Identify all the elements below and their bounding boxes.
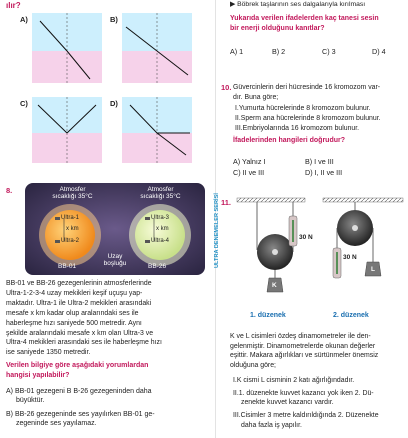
series-sidebar-svg: ULTRA DENEMELER SERİSİ — [213, 193, 220, 268]
mass-k-label: K — [272, 282, 277, 289]
q11-figure-svg — [236, 197, 404, 293]
q11-items: I.K cismi L cisminin 2 katı ağırlığındad… — [233, 376, 408, 431]
distance-left: x km — [66, 226, 79, 232]
q11-body: K ve L cisimleri özdeş dinamometreler il… — [230, 333, 379, 370]
diagram-b-svg — [122, 13, 192, 83]
q-prev-option-b[interactable]: B) 2 — [272, 47, 286, 56]
q8-option-a[interactable]: A) BB-01 gezegeni B B-26 gezegeninden da… — [6, 388, 152, 404]
q-prev-option-d[interactable]: D) 4 — [372, 47, 386, 56]
q8-question: Verilen bilgiye göre aşağıdaki yorumlard… — [6, 362, 149, 379]
q11-item-1: I.K cismi L cisminin 2 katı ağırlığındad… — [233, 377, 355, 384]
q8-figure: Atmosfer sıcaklığı 35°C Atmosfer sıcaklı… — [25, 183, 205, 275]
diagram-d-svg — [122, 97, 192, 163]
diagram-a-label: A) — [20, 15, 28, 24]
right-planet-name: BB-26 — [148, 263, 167, 270]
q10-number: 10. — [221, 83, 232, 92]
q11-figure: 30 N 30 N K L 1. düzenek 2. düzenek — [235, 196, 407, 326]
mass-l — [364, 261, 382, 277]
top-fragment: ılır? — [6, 1, 21, 10]
right-planet-caption: Atmosfer sıcaklığı 35°C — [140, 186, 181, 200]
setup-2-label: 2. düzenek — [333, 312, 369, 319]
q10-question: İfadelerinden hangileri doğrudur? — [233, 137, 346, 144]
ultra-2-ship — [55, 240, 60, 243]
ultra-3-ship — [145, 217, 150, 220]
diagram-a-svg — [32, 13, 102, 83]
left-planet-name: BB-01 — [58, 263, 77, 270]
ultra-1-label: Ultra-1 — [61, 215, 80, 221]
diagram-b-label: B) — [110, 15, 118, 24]
q10-option-b[interactable]: B) I ve III — [305, 157, 334, 166]
setup-1-label: 1. düzenek — [250, 312, 286, 319]
ultra-2-label: Ultra-2 — [61, 238, 80, 244]
mass-l-label: L — [371, 266, 375, 273]
q11-number: 11. — [221, 198, 232, 207]
q8-number: 8. — [6, 186, 13, 195]
q10-item-3: III.Embriyolarında 16 kromozom bulunur. — [235, 124, 360, 132]
q10-items: I.Yumurta hücrelerinde 8 kromozom bulunu… — [235, 104, 408, 133]
q-prev-question: Yukarıda verilen ifadelerden kaç tanesi … — [230, 15, 379, 32]
ultra-3-label: Ultra-3 — [151, 215, 170, 221]
series-label: ULTRA DENEMELER SERİSİ — [213, 193, 220, 268]
force-1: 30 N — [299, 234, 313, 241]
q-prev-option-c[interactable]: C) 3 — [322, 47, 336, 56]
series-sidebar: ULTRA DENEMELER SERİSİ — [211, 160, 221, 270]
q10-option-c[interactable]: C) II ve III — [233, 168, 265, 177]
ultra-1-ship — [55, 217, 60, 220]
top-item: ▶ Böbrek taşlarının ses dalgalarıyla kır… — [230, 1, 366, 8]
force-2: 30 N — [343, 254, 357, 261]
mass-k — [266, 277, 284, 293]
q8-body: BB-01 ve BB-26 gezegenlerinin atmosferle… — [6, 280, 162, 357]
diagram-c-label: C) — [20, 99, 28, 108]
diagram-c-svg — [32, 97, 102, 163]
q8-option-b[interactable]: B) BB-26 gezegeninde ses yayılırken BB-0… — [6, 411, 155, 427]
distance-right: x km — [156, 226, 169, 232]
q8-figure-svg — [25, 183, 205, 275]
left-planet-caption: Atmosfer sıcaklığı 35°C — [52, 186, 93, 200]
ultra-4-label: Ultra-4 — [151, 238, 170, 244]
q10-body: Güvercinlerin deri hücresinde 16 kromozo… — [233, 84, 381, 101]
column-divider — [215, 0, 216, 438]
q-prev-option-a[interactable]: A) 1 — [230, 47, 244, 56]
space-label: Uzay boşluğu — [103, 253, 127, 267]
q11-item-3: III.Cisimler 3 metre kaldırıldığında 2. … — [233, 412, 379, 429]
q10-option-d[interactable]: D) I, II ve III — [305, 168, 343, 177]
q10-item-1: I.Yumurta hücrelerinde 8 kromozom bulunu… — [235, 105, 371, 112]
ultra-4-ship — [145, 240, 150, 243]
q10-option-a[interactable]: A) Yalnız I — [233, 157, 266, 166]
q11-item-2: II.1. düzenekte kuvvet kazancı yok iken … — [233, 389, 374, 407]
diagram-d-label: D) — [110, 99, 118, 108]
q10-item-2: II.Sperm ana hücrelerinde 8 kromozom bul… — [235, 114, 381, 122]
